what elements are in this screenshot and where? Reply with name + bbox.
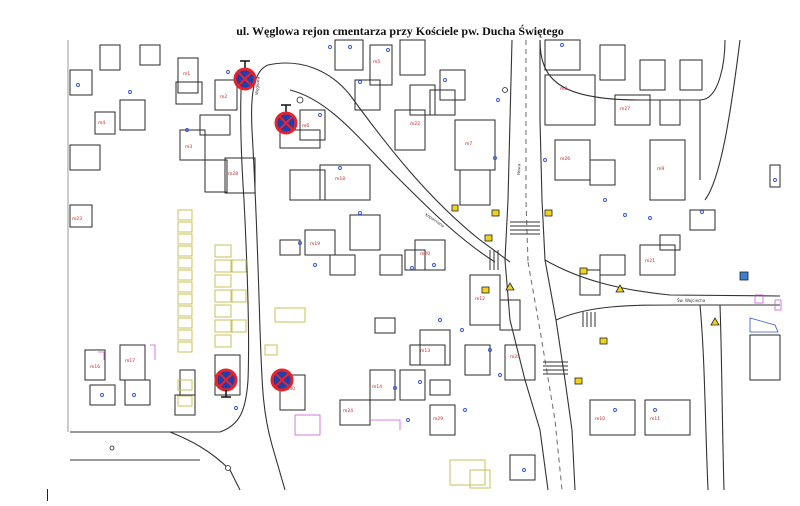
- parcel-label-25: m25: [510, 354, 520, 360]
- garden-plots: [177, 209, 491, 489]
- parcel-label-27: m27: [620, 106, 630, 112]
- buildings: [69, 39, 781, 481]
- fence-lines: [98, 294, 782, 436]
- parcel-label-1: m1: [183, 71, 190, 77]
- parcel-label-30: m30: [285, 386, 295, 392]
- no-stopping-sign-icon: [274, 104, 298, 135]
- parcel-label-24: m24: [343, 408, 353, 414]
- parcel-label-3: m3: [185, 144, 192, 150]
- parcel-label-17: m17: [125, 358, 135, 364]
- parcel-label-11: m11: [650, 416, 660, 422]
- street-label-1: Węglowa: [254, 76, 261, 95]
- parcel-label-6: m6: [302, 123, 309, 129]
- no-stopping-sign-icon: [270, 368, 294, 392]
- parcel-label-5: m5: [373, 59, 380, 65]
- parcel-label-12: m12: [475, 296, 485, 302]
- no-stopping-sign-icon: [233, 60, 257, 91]
- margin-mark: [47, 489, 48, 501]
- parcel-label-14: m14: [372, 384, 382, 390]
- parcel-label-28: m28: [228, 171, 238, 177]
- parcel-labels: m1 m2 m3 m4 m5 m6 m7 m8 m9 m10 m11 m12 m…: [72, 59, 664, 422]
- parcel-label-23: m23: [72, 216, 82, 222]
- parcel-label-16: m16: [90, 364, 100, 370]
- parcel-label-20: m20: [420, 251, 430, 257]
- traffic-signals: [109, 87, 779, 471]
- parcel-label-8: m8: [560, 86, 567, 92]
- parcel-label-22: m22: [410, 121, 420, 127]
- street-label-4: Św. Wojciecha: [677, 298, 706, 303]
- street-label-3: Nowa: [516, 163, 521, 175]
- parcel-label-4: m4: [98, 120, 105, 126]
- parcel-label-9: m9: [657, 166, 664, 172]
- pedestrian-crossings: [489, 221, 596, 375]
- no-stopping-sign-icon: [214, 368, 238, 398]
- parcel-label-10: m10: [595, 416, 605, 422]
- parcel-label-21: m21: [645, 258, 655, 264]
- parcel-label-18: m18: [335, 176, 345, 182]
- parcel-label-7: m7: [465, 141, 472, 147]
- no-stopping-signs: [214, 60, 298, 398]
- parcel-label-26: m26: [560, 156, 570, 162]
- map-title: ul. Węglowa rejon cmentarza przy Kościel…: [236, 24, 564, 38]
- parcel-label-13: m13: [420, 348, 430, 354]
- parcel-label-29: m29: [433, 416, 443, 422]
- parcel-label-19: m19: [310, 241, 320, 247]
- parcel-label-2: m2: [220, 94, 227, 100]
- survey-points: [76, 43, 777, 472]
